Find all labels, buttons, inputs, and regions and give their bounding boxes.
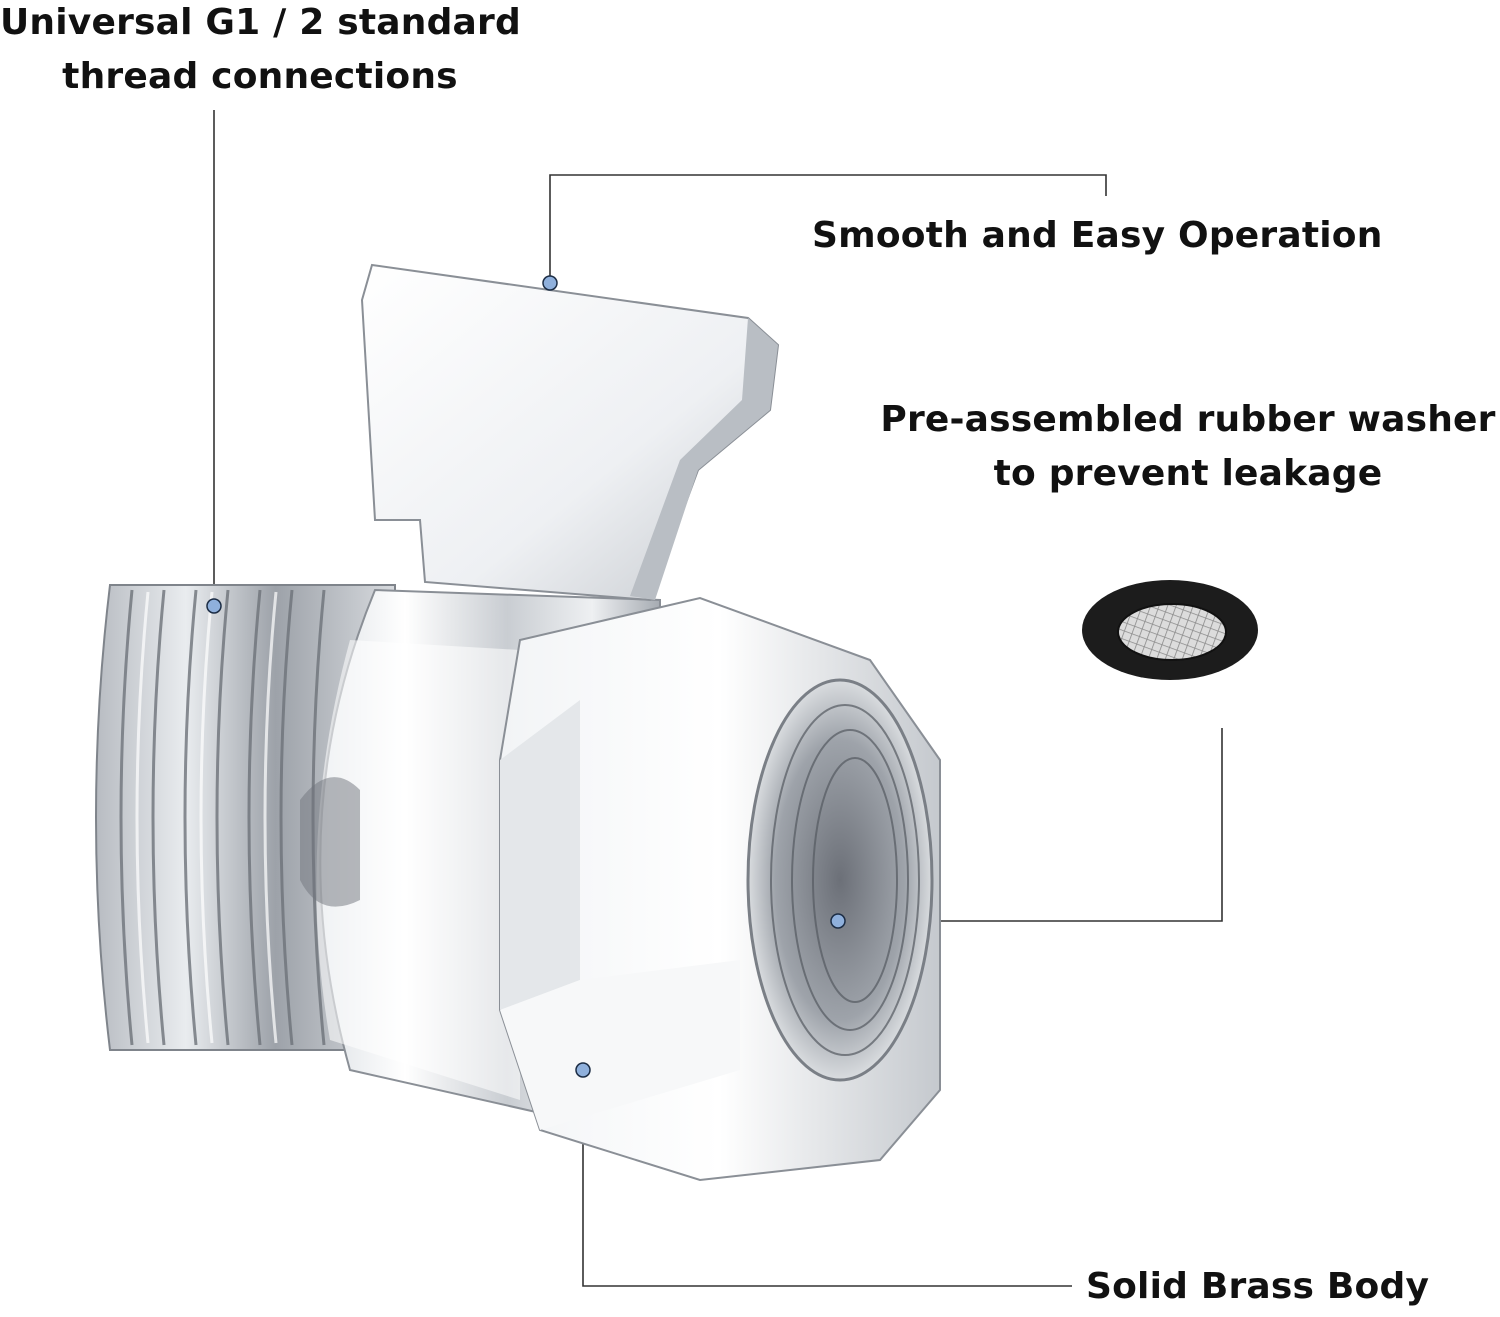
thread-connections-label: Universal G1 / 2 standard thread connect… [0, 0, 521, 104]
solid-brass-body-label: Solid Brass Body [1086, 1266, 1430, 1307]
rubber-washer [1082, 580, 1258, 680]
thread-callout-dot [206, 598, 222, 614]
callout-dots [206, 275, 846, 1078]
smooth-operation-label: Smooth and Easy Operation [812, 215, 1383, 256]
operation-callout-dot [542, 275, 558, 291]
female-bore [746, 678, 934, 1082]
operation-callout-line [549, 174, 1107, 283]
rubber-washer-label: Pre-assembled rubber washer to prevent l… [878, 393, 1498, 501]
thread-label-line-1: Universal G1 / 2 standard [0, 2, 521, 43]
washer-label-line-1: Pre-assembled rubber washer [880, 399, 1496, 440]
valve-handle [360, 263, 780, 602]
washer-callout-line [838, 728, 1223, 922]
thread-label-line-2: thread connections [62, 56, 458, 97]
washer-label-line-2: to prevent leakage [993, 453, 1383, 494]
washer-callout-dot [830, 913, 846, 929]
body-callout-dot [575, 1062, 591, 1078]
